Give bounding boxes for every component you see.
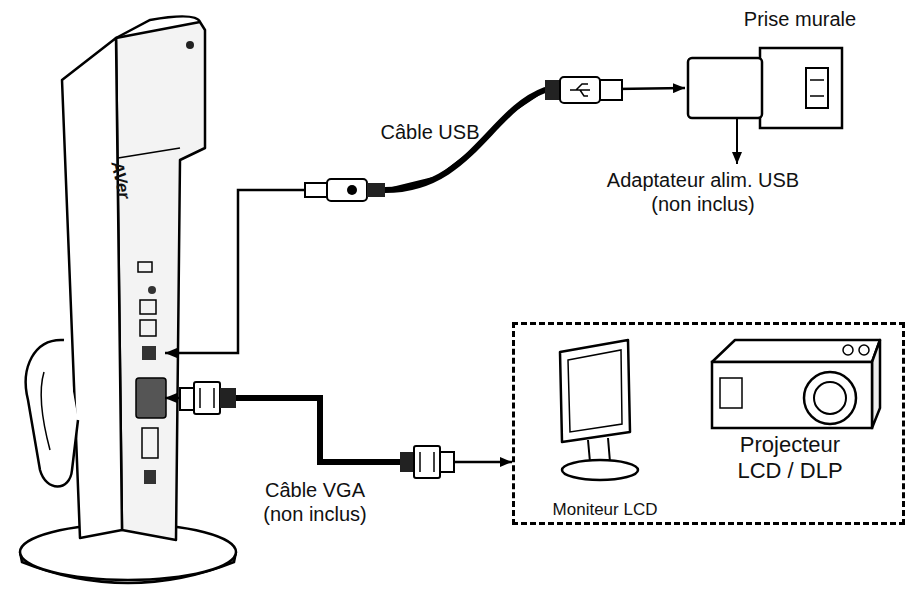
vga-cable xyxy=(236,398,400,462)
camera-base xyxy=(20,524,236,580)
usb-symbol xyxy=(570,84,590,96)
plug-grip xyxy=(347,185,357,195)
document-camera: AVer xyxy=(25,15,165,560)
monitor-stand xyxy=(562,460,638,480)
socket xyxy=(806,68,828,108)
cable-connector xyxy=(165,88,685,353)
display-group: Moniteur LCD Projecteur LCD / DLP xyxy=(512,322,905,525)
projector-vent xyxy=(720,378,742,408)
lcd-monitor: Moniteur LCD xyxy=(530,340,680,525)
camera-arm xyxy=(26,340,78,487)
plug-detail xyxy=(433,452,435,472)
edge-label: Câble USB xyxy=(365,120,495,144)
monitor-screen xyxy=(560,340,630,442)
projector-knob xyxy=(843,345,853,355)
mini-usb-tip xyxy=(305,183,327,197)
monitor-neck xyxy=(588,438,610,462)
wall-outlet: Prise murale xyxy=(685,45,845,130)
socket-slot xyxy=(810,95,824,97)
vga-plug xyxy=(194,382,220,414)
node-text: Moniteur LCD xyxy=(530,500,680,520)
plug-relief xyxy=(400,452,414,472)
projector-lens-inner xyxy=(814,382,846,414)
callout-label: Adaptateur alim. USB (non inclus) xyxy=(598,168,808,216)
projector-knob xyxy=(859,345,869,355)
node-text: AVer xyxy=(104,149,136,212)
wall-plate xyxy=(760,48,842,128)
camera-arm-detail xyxy=(41,372,50,450)
projector-body xyxy=(712,362,872,428)
vga-plug xyxy=(414,446,440,478)
cable-connector xyxy=(165,398,512,462)
vga-pins xyxy=(180,388,194,410)
usb-a-tip xyxy=(600,80,622,100)
camera-lens xyxy=(186,41,194,49)
monitor-display xyxy=(568,350,622,432)
node-text: Projecteur LCD / DLP xyxy=(725,432,855,485)
port xyxy=(142,428,158,458)
camera-head-seam xyxy=(118,148,180,158)
port xyxy=(144,470,156,484)
projector-top xyxy=(712,340,880,362)
usb-a-plug xyxy=(560,77,600,103)
plug-relief xyxy=(545,80,560,100)
edge-label: Câble VGA (non inclus) xyxy=(255,478,375,526)
port xyxy=(148,286,156,294)
projector-lens xyxy=(804,372,856,424)
mini-usb-plug xyxy=(327,179,367,201)
camera-side-panel xyxy=(116,22,205,540)
node-text: Prise murale xyxy=(720,7,880,31)
projector: Projecteur LCD / DLP xyxy=(704,334,894,504)
port xyxy=(138,262,152,272)
plug-detail xyxy=(213,388,215,408)
port xyxy=(140,320,156,336)
usb-power-adapter xyxy=(688,58,762,118)
plug-detail xyxy=(419,452,421,472)
leader-arrow xyxy=(736,118,738,164)
usb-port xyxy=(142,346,156,360)
port xyxy=(140,300,156,314)
plug-detail xyxy=(199,388,201,408)
socket-slot xyxy=(810,79,824,81)
vga-port xyxy=(136,378,166,418)
plug-relief xyxy=(367,183,385,197)
vga-pins xyxy=(440,452,454,472)
camera-head-top xyxy=(116,16,200,38)
plug-relief xyxy=(220,388,236,408)
